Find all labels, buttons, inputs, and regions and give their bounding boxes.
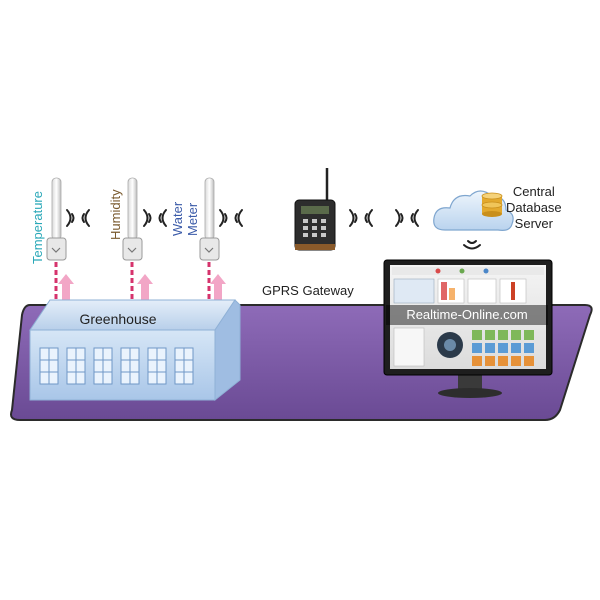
water-meter-label-line1: Water xyxy=(170,201,185,236)
greenhouse-label: Greenhouse xyxy=(79,311,157,327)
database-icon xyxy=(481,192,503,217)
wireless-signal-icon xyxy=(66,209,90,227)
monitor-icon xyxy=(383,259,553,398)
humidity-sensor-icon xyxy=(122,177,153,300)
temperature-label: Temperature xyxy=(30,191,45,264)
website-label[interactable]: Realtime-Online.com xyxy=(386,305,548,325)
water-meter-label: Water Meter xyxy=(170,202,200,236)
central-label-line1: Central xyxy=(512,184,555,199)
gprs-gateway-label: GPRS Gateway xyxy=(262,283,354,298)
greenhouse-building xyxy=(29,299,241,402)
central-database-server-label: Central Database Server xyxy=(506,184,562,232)
wireless-signal-icon xyxy=(349,209,373,227)
water-meter-label-line2: Meter xyxy=(185,202,200,236)
dashboard-screen xyxy=(392,267,544,367)
central-label-line3: Server xyxy=(514,216,553,231)
humidity-label: Humidity xyxy=(108,189,123,240)
water-meter-sensor-icon xyxy=(199,177,226,300)
wireless-signal-icon xyxy=(395,209,419,227)
gprs-gateway-device-icon xyxy=(294,168,336,251)
central-label-line2: Database xyxy=(506,200,562,215)
wireless-signal-icon xyxy=(143,209,167,227)
temperature-sensor-icon xyxy=(46,177,74,300)
wireless-signal-icon xyxy=(219,209,243,227)
wireless-signal-down-icon xyxy=(463,240,481,250)
